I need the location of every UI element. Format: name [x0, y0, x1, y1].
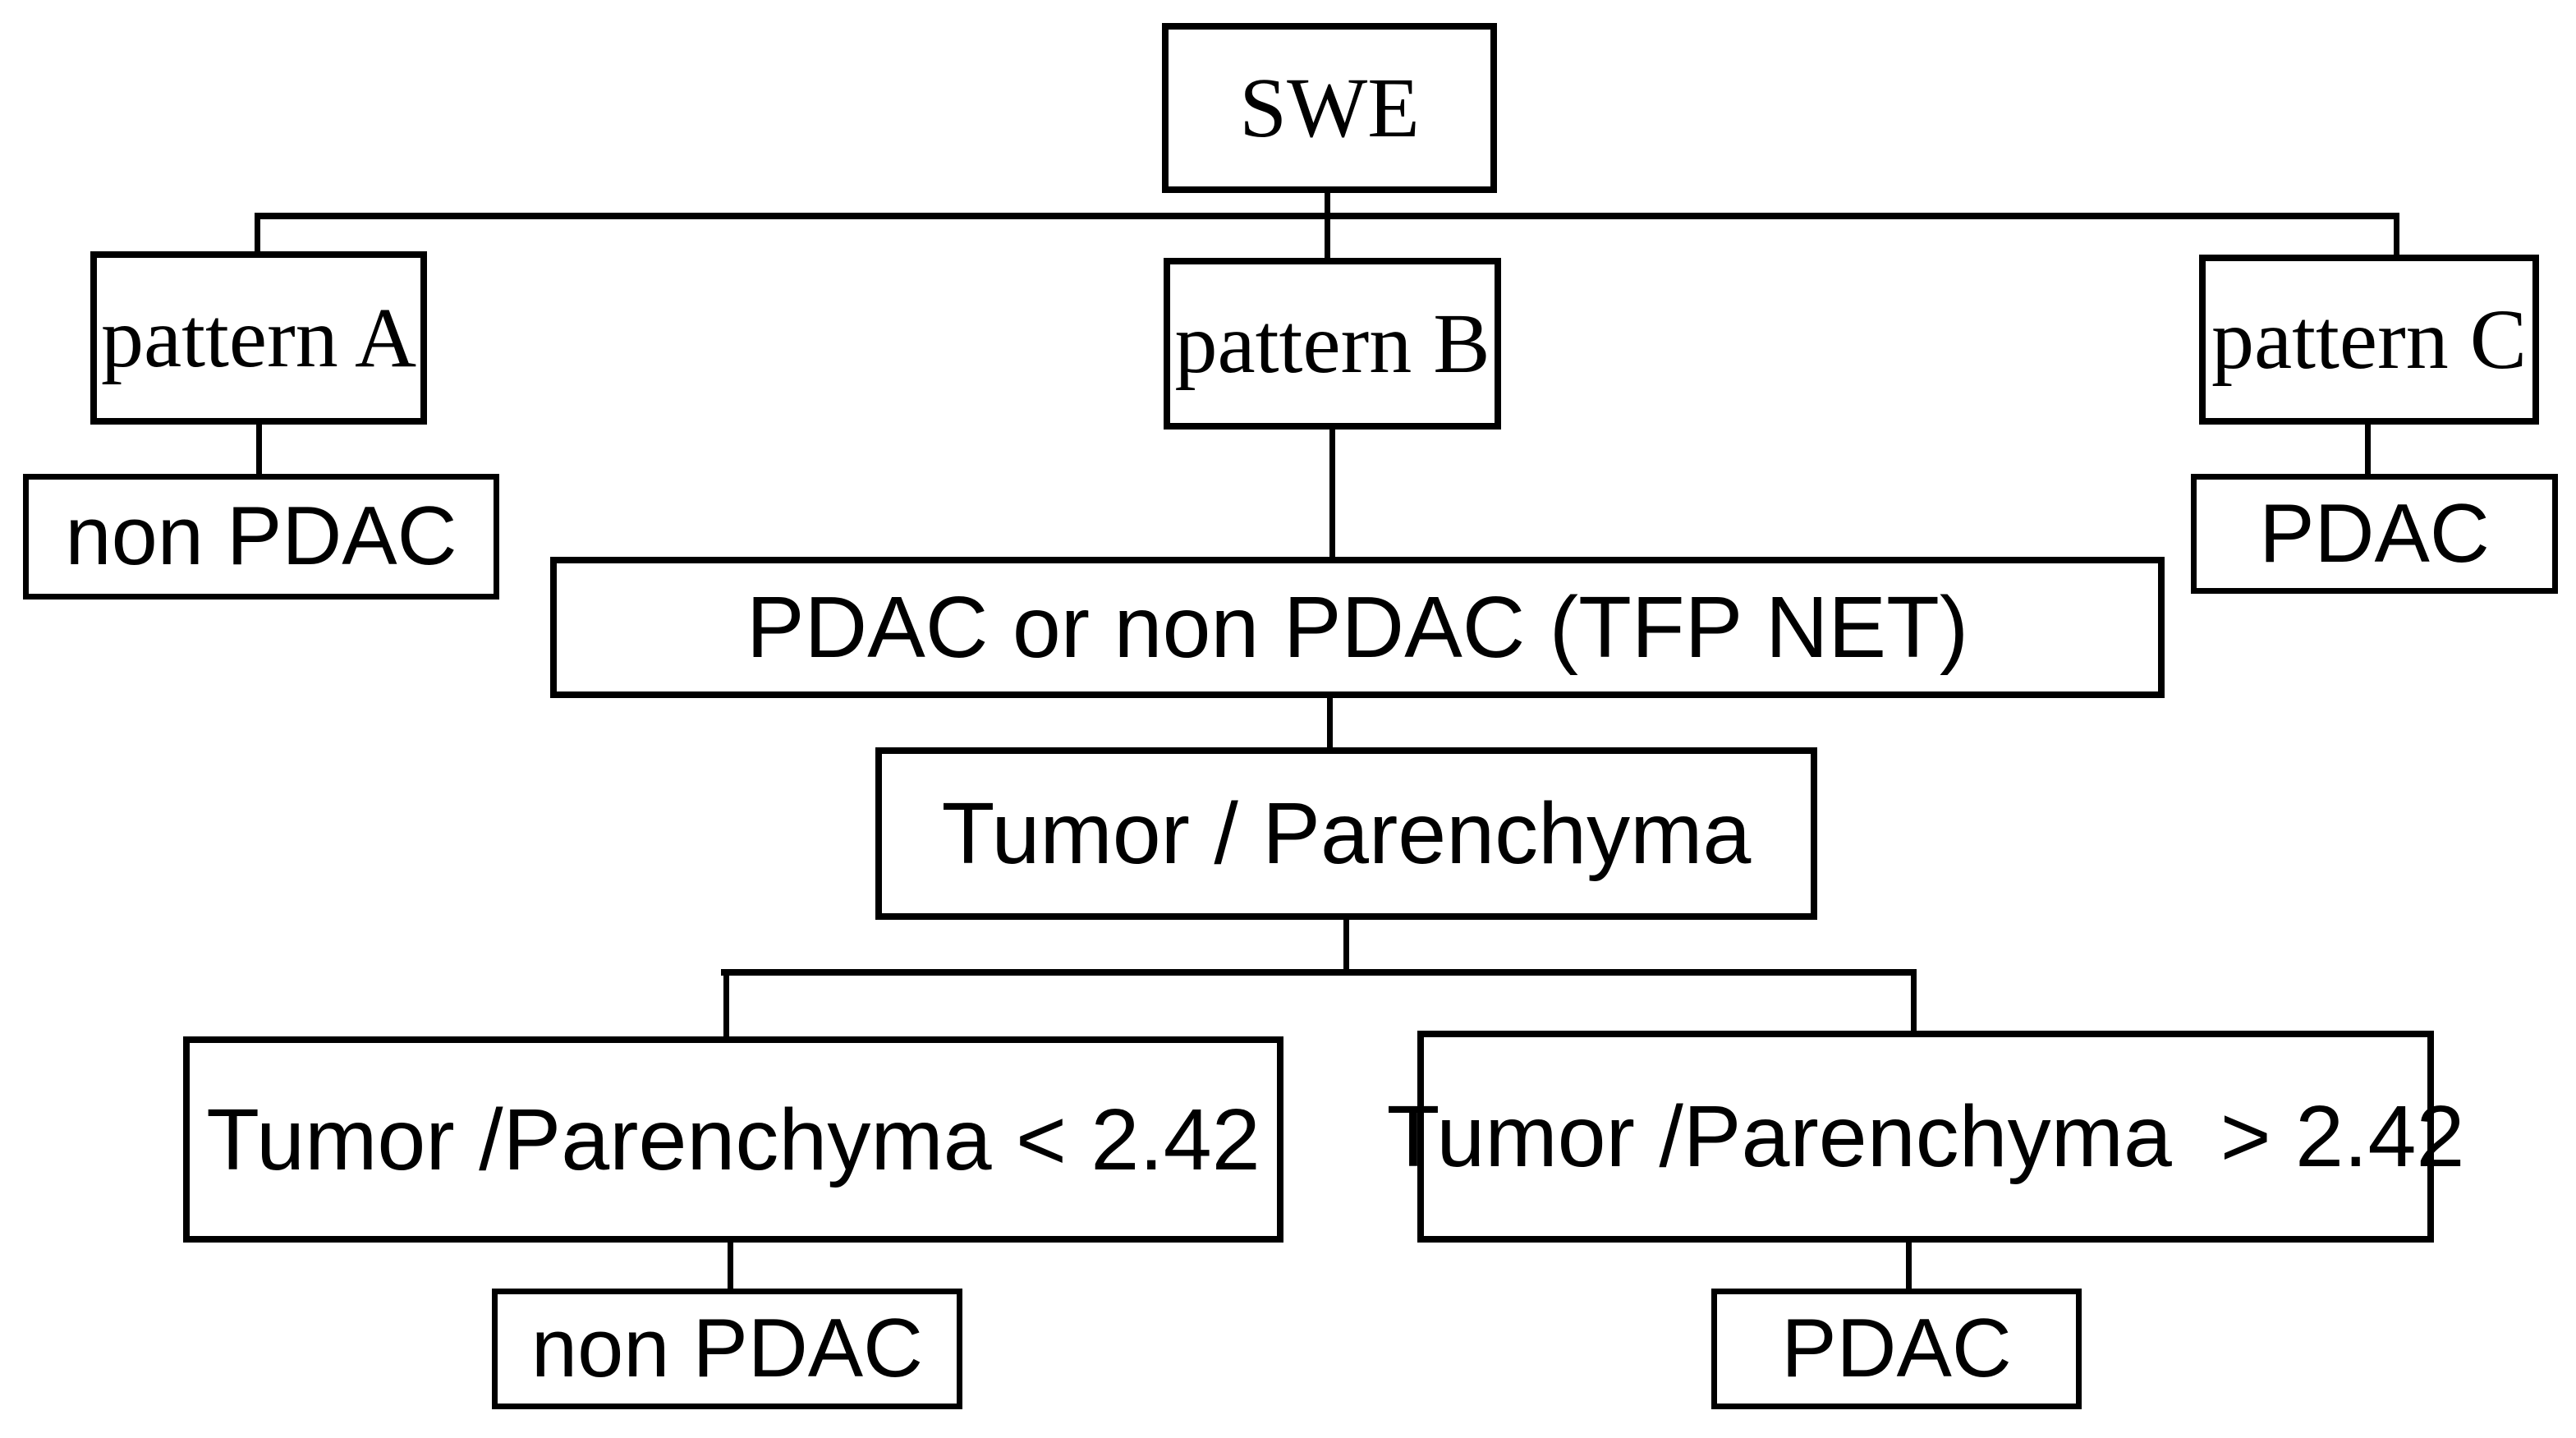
node-pattern-b: pattern B	[1164, 258, 1501, 430]
node-swe-label: SWE	[1239, 60, 1420, 155]
node-non-pdac-left-label: non PDAC	[65, 490, 457, 582]
node-pattern-c-label: pattern C	[2211, 292, 2528, 387]
node-swe: SWE	[1162, 23, 1497, 193]
node-pdac-right: PDAC	[2191, 474, 2558, 594]
node-non-pdac-bottom: non PDAC	[492, 1289, 962, 1409]
connector-pattern-b-to-tfp-net	[1329, 426, 1335, 560]
connector-pattern-c-to-pdac	[2365, 421, 2371, 479]
node-ratio-lt-label: Tumor /Parenchyma < 2.42	[206, 1091, 1260, 1188]
connector-branch-line-top	[255, 213, 2399, 219]
node-tfp-net: PDAC or non PDAC (TFP NET)	[550, 557, 2165, 698]
connector-tumor-parenchyma-to-split	[1343, 917, 1349, 974]
node-pdac-right-label: PDAC	[2259, 487, 2490, 580]
connector-branch-to-pattern-a	[255, 213, 260, 258]
connector-branch-to-pattern-c	[2394, 213, 2399, 260]
node-pattern-c: pattern C	[2199, 255, 2539, 425]
node-tumor-parenchyma-label: Tumor / Parenchyma	[941, 785, 1752, 882]
node-ratio-lt: Tumor /Parenchyma < 2.42	[183, 1036, 1283, 1243]
node-tfp-net-label: PDAC or non PDAC (TFP NET)	[746, 579, 1969, 676]
node-non-pdac-left: non PDAC	[23, 474, 499, 600]
node-ratio-gt: Tumor /Parenchyma > 2.42	[1387, 1031, 2464, 1243]
node-pdac-bottom-label: PDAC	[1781, 1302, 2012, 1394]
node-pattern-b-label: pattern B	[1174, 296, 1490, 391]
connector-split-to-ratio-gt	[1911, 969, 1917, 1036]
node-non-pdac-bottom-label: non PDAC	[530, 1302, 924, 1394]
node-ratio-gt-label: Tumor /Parenchyma > 2.42	[1386, 1088, 2465, 1185]
connector-pattern-a-to-non-pdac	[256, 421, 262, 479]
connector-branch-line-bottom	[721, 969, 1917, 976]
connector-ratio-gt-to-pdac	[1906, 1238, 1912, 1293]
node-pattern-a-label: pattern A	[100, 290, 417, 385]
node-pattern-a: pattern A	[90, 251, 427, 425]
connector-tfp-net-to-tumor-parenchyma	[1327, 695, 1333, 751]
connector-split-to-ratio-lt	[723, 969, 729, 1041]
node-pdac-bottom: PDAC	[1711, 1289, 2082, 1409]
connector-swe-to-branch-line	[1325, 189, 1330, 264]
connector-ratio-lt-to-non-pdac	[728, 1238, 733, 1293]
node-tumor-parenchyma: Tumor / Parenchyma	[875, 747, 1817, 920]
